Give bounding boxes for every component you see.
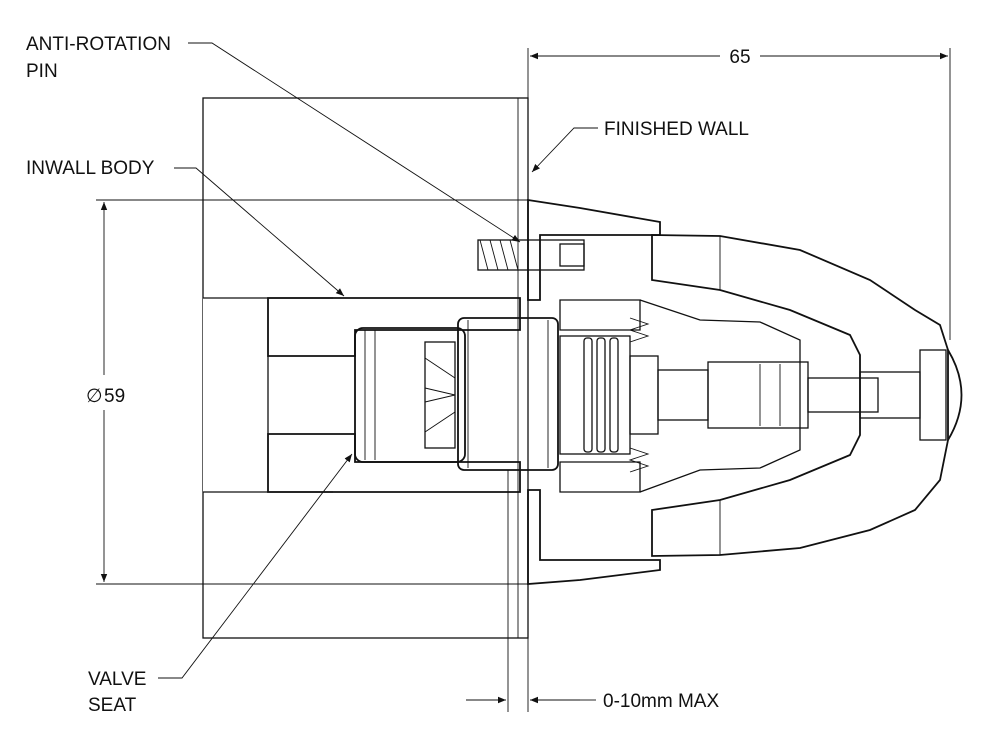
anti-rotation-label-line2: PIN <box>26 61 58 82</box>
callout-inwall-body: INWALL BODY <box>26 158 345 297</box>
callout-valve-seat: VALVE SEAT <box>88 453 353 716</box>
flange-plate <box>527 198 661 585</box>
valve-seat <box>354 317 559 471</box>
finished-wall-label: FINISHED WALL <box>604 119 749 140</box>
dimension-65-value: 65 <box>729 47 750 68</box>
valve-seat-label-line2: SEAT <box>88 695 137 716</box>
dimension-65: 65 <box>527 47 951 340</box>
handle <box>628 234 963 557</box>
wall-gap-value: 0-10mm MAX <box>603 691 719 712</box>
wall-section <box>202 97 529 639</box>
anti-rotation-pin <box>477 239 585 271</box>
spindle <box>559 335 921 455</box>
inwall-body-label: INWALL BODY <box>26 158 155 179</box>
callout-anti-rotation-pin: ANTI-ROTATION PIN <box>26 34 521 243</box>
diameter-value: 59 <box>104 386 125 407</box>
dimension-wall-gap: 0-10mm MAX <box>466 470 719 712</box>
valve-seat-label-line1: VALVE <box>88 669 146 690</box>
callout-finished-wall: FINISHED WALL <box>531 119 749 173</box>
dimension-diameter: ∅ 59 <box>86 199 203 585</box>
diameter-symbol: ∅ <box>86 386 103 407</box>
anti-rotation-label-line1: ANTI-ROTATION <box>26 34 171 55</box>
